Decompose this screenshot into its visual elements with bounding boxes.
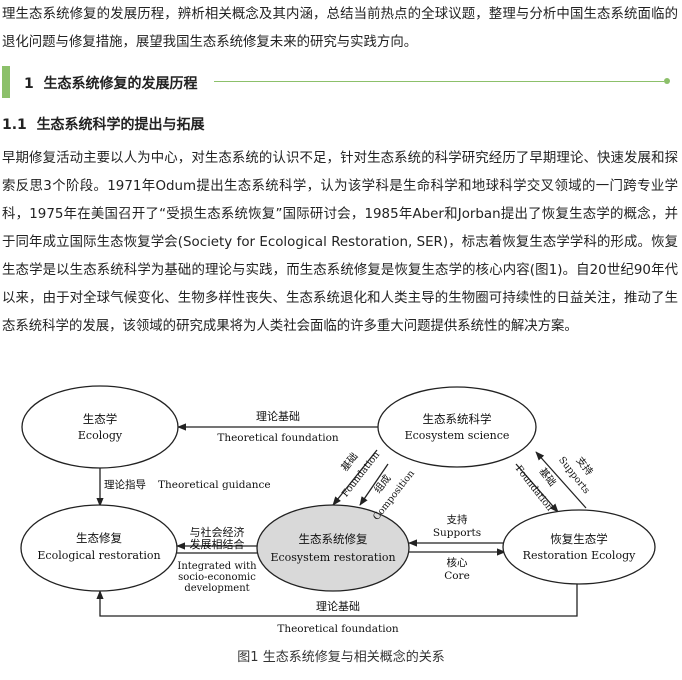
node-ecosystem-restoration-en: Ecosystem restoration <box>270 551 395 564</box>
label-bottom-en: Theoretical foundation <box>277 623 399 635</box>
label-guidance-en: Theoretical guidance <box>158 479 271 491</box>
section-heading: 1 生态系统修复的发展历程 <box>0 66 682 98</box>
label-core-en: Core <box>444 570 470 582</box>
section-heading-dot <box>664 78 670 84</box>
section-heading-bar <box>2 66 10 98</box>
node-ecosystem-science-en: Ecosystem science <box>405 429 510 442</box>
figure-caption: 图1 生态系统修复与相关概念的关系 <box>237 650 445 665</box>
node-ecology-zh: 生态学 <box>83 412 118 426</box>
edge-composition <box>359 463 389 506</box>
label-integrated-en-3: development <box>184 583 249 594</box>
edge-foundation <box>332 449 378 506</box>
node-ecology: 生态学 Ecology <box>21 385 179 469</box>
label-integrated-en-2: socio-economic <box>178 572 256 583</box>
label-integrated-en-1: Integrated with <box>177 561 257 572</box>
node-ecological-restoration-zh: 生态修复 <box>76 531 122 545</box>
node-ecology-en: Ecology <box>78 429 123 442</box>
edge-restoration-ecology-supports <box>535 451 587 509</box>
label-composition-en: Composition <box>371 468 417 522</box>
label-guidance-zh: 理论指导 <box>104 478 146 491</box>
label-top-en: Theoretical foundation <box>217 432 339 444</box>
node-ecosystem-restoration-zh: 生态系统修复 <box>299 532 368 546</box>
subsection-heading: 1.1 生态系统科学的提出与拓展 <box>2 114 205 134</box>
label-integrated-zh-2: 发展相结合 <box>190 537 245 551</box>
label-integrated-zh-1: 与社会经济 <box>190 525 245 539</box>
relationship-diagram: 生态学 Ecology 生态系统科学 Ecosystem science 生态修… <box>20 385 656 635</box>
body-paragraph: 早期修复活动主要以人为中心，对生态系统的认识不足，针对生态系统的科学研究经历了早… <box>2 151 678 334</box>
node-ecosystem-restoration-shape <box>256 504 410 592</box>
node-restoration-ecology: 恢复生态学 Restoration Ecology <box>502 509 656 585</box>
label-foundation-right-zh: 基础 <box>536 465 559 489</box>
subsection-number: 1.1 <box>2 117 27 133</box>
label-supports-mid-en: Supports <box>433 527 481 539</box>
node-ecosystem-science: 生态系统科学 Ecosystem science <box>377 386 537 468</box>
node-ecosystem-science-zh: 生态系统科学 <box>423 412 492 426</box>
node-ecological-restoration-en: Ecological restoration <box>37 549 160 562</box>
intro-paragraph: 理生态系统修复的发展历程，辨析相关概念及其内涵，总结当前热点的全球议题，整理与分… <box>2 7 678 50</box>
edge-bottom-foundation <box>96 584 578 617</box>
section-heading-text: 1 生态系统修复的发展历程 <box>24 73 198 93</box>
label-supports-mid-zh: 支持 <box>447 513 468 526</box>
node-restoration-ecology-zh: 恢复生态学 <box>550 532 608 546</box>
label-bottom-zh: 理论基础 <box>316 599 360 613</box>
section-heading-rule <box>214 81 664 82</box>
section-number: 1 <box>24 76 34 92</box>
subsection-title: 生态系统科学的提出与拓展 <box>36 117 205 133</box>
label-core-zh: 核心 <box>447 556 468 569</box>
label-top-zh: 理论基础 <box>256 409 300 423</box>
section-title: 生态系统修复的发展历程 <box>43 76 198 92</box>
node-restoration-ecology-en: Restoration Ecology <box>523 549 636 562</box>
node-ecological-restoration: 生态修复 Ecological restoration <box>20 504 178 592</box>
edge-restoration-ecology-foundation <box>515 463 559 513</box>
node-ecosystem-restoration: 生态系统修复 Ecosystem restoration <box>256 504 410 592</box>
